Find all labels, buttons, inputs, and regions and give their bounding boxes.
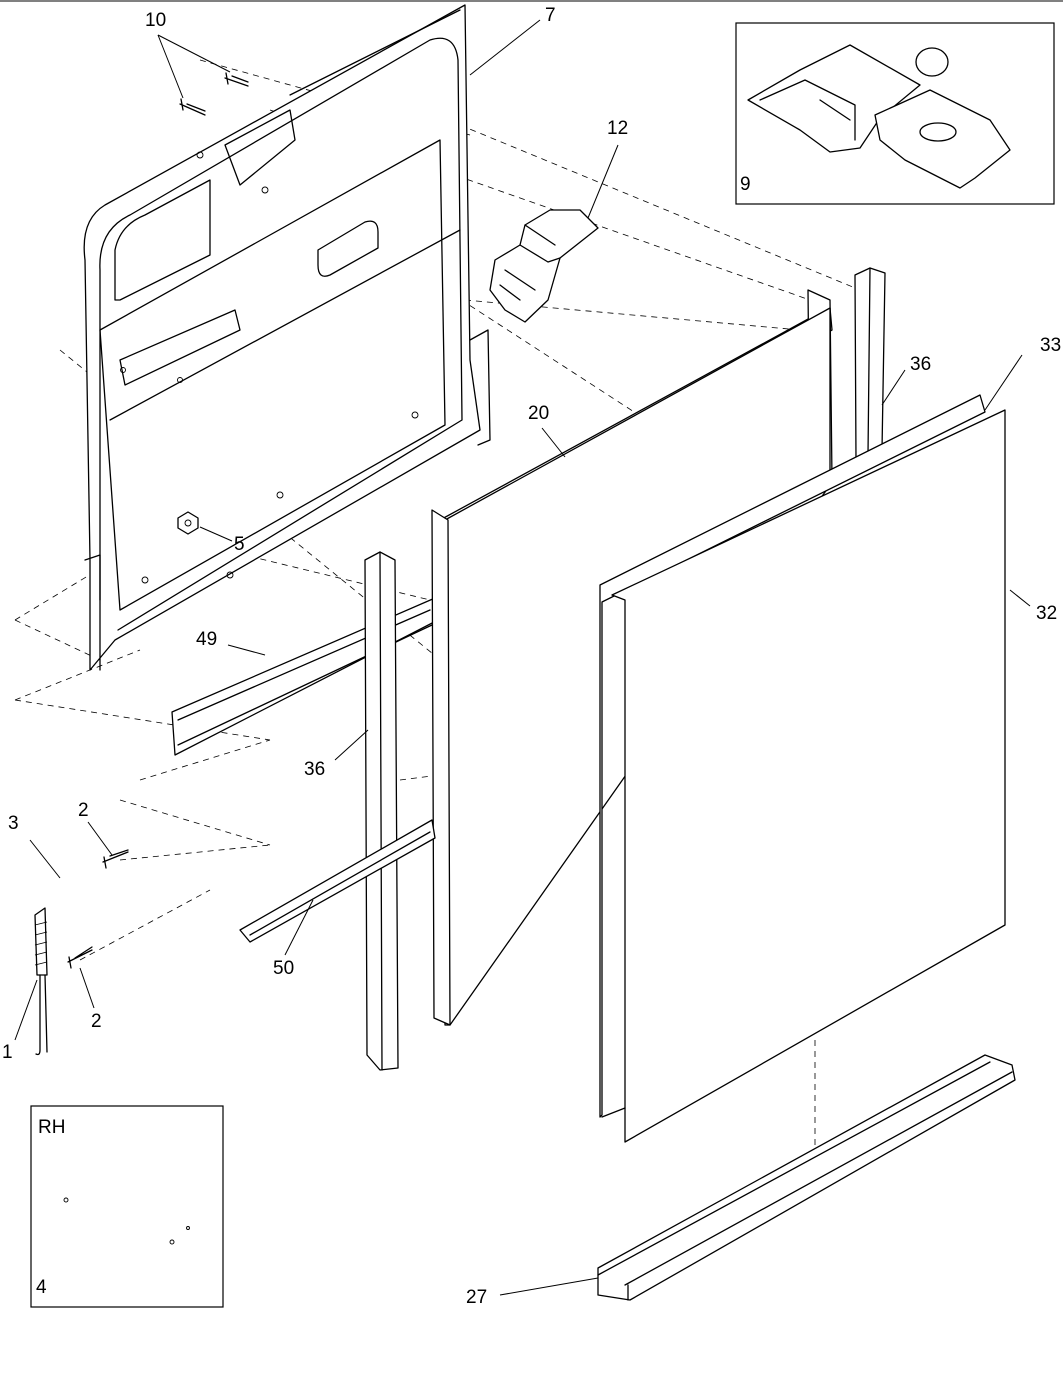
bottom-rail-part-27 [597, 1054, 1016, 1301]
callout-49: 49 [196, 629, 217, 650]
callout-20: 20 [528, 403, 549, 424]
leader-lines [14, 19, 1031, 1296]
callout-2-upper: 2 [78, 800, 89, 821]
screws-part-2 [67, 849, 129, 969]
side-strip-part-36-right [854, 267, 886, 461]
callout-12: 12 [607, 118, 628, 139]
callout-7: 7 [545, 5, 556, 26]
latch-part-12 [489, 209, 599, 323]
door-panels-33-32 [599, 394, 1006, 1143]
callout-32: 32 [1036, 603, 1057, 624]
screw-part-10 [179, 72, 249, 116]
callout-36-left: 36 [304, 759, 325, 780]
side-strip-part-36-left [364, 509, 451, 1071]
callout-2-lower: 2 [91, 1011, 102, 1032]
inset-rh-title: RH [38, 1117, 65, 1138]
callout-9: 9 [740, 174, 751, 195]
callout-10: 10 [145, 10, 166, 31]
door-inner-frame-part [83, 4, 491, 671]
trim-strip-part-49 [171, 597, 439, 756]
spring-part-1 [34, 907, 48, 1056]
rh-inset-part-4 [30, 1105, 224, 1308]
nut-part-5 [177, 511, 199, 535]
callout-labels: 10 7 12 9 36 33 20 5 32 49 36 3 2 50 2 1… [2, 5, 1061, 1308]
callout-1: 1 [2, 1042, 13, 1063]
callout-33: 33 [1040, 335, 1061, 356]
lower-trim-part-50 [239, 819, 436, 943]
callout-50: 50 [273, 958, 294, 979]
callout-36-right: 36 [910, 354, 931, 375]
callout-27: 27 [466, 1287, 487, 1308]
callout-5: 5 [234, 534, 245, 555]
inset-box-4 [30, 1105, 224, 1308]
dispenser-inset-part-9 [735, 22, 1055, 205]
inset-rh-number: 4 [36, 1277, 47, 1298]
callout-3: 3 [8, 813, 19, 834]
